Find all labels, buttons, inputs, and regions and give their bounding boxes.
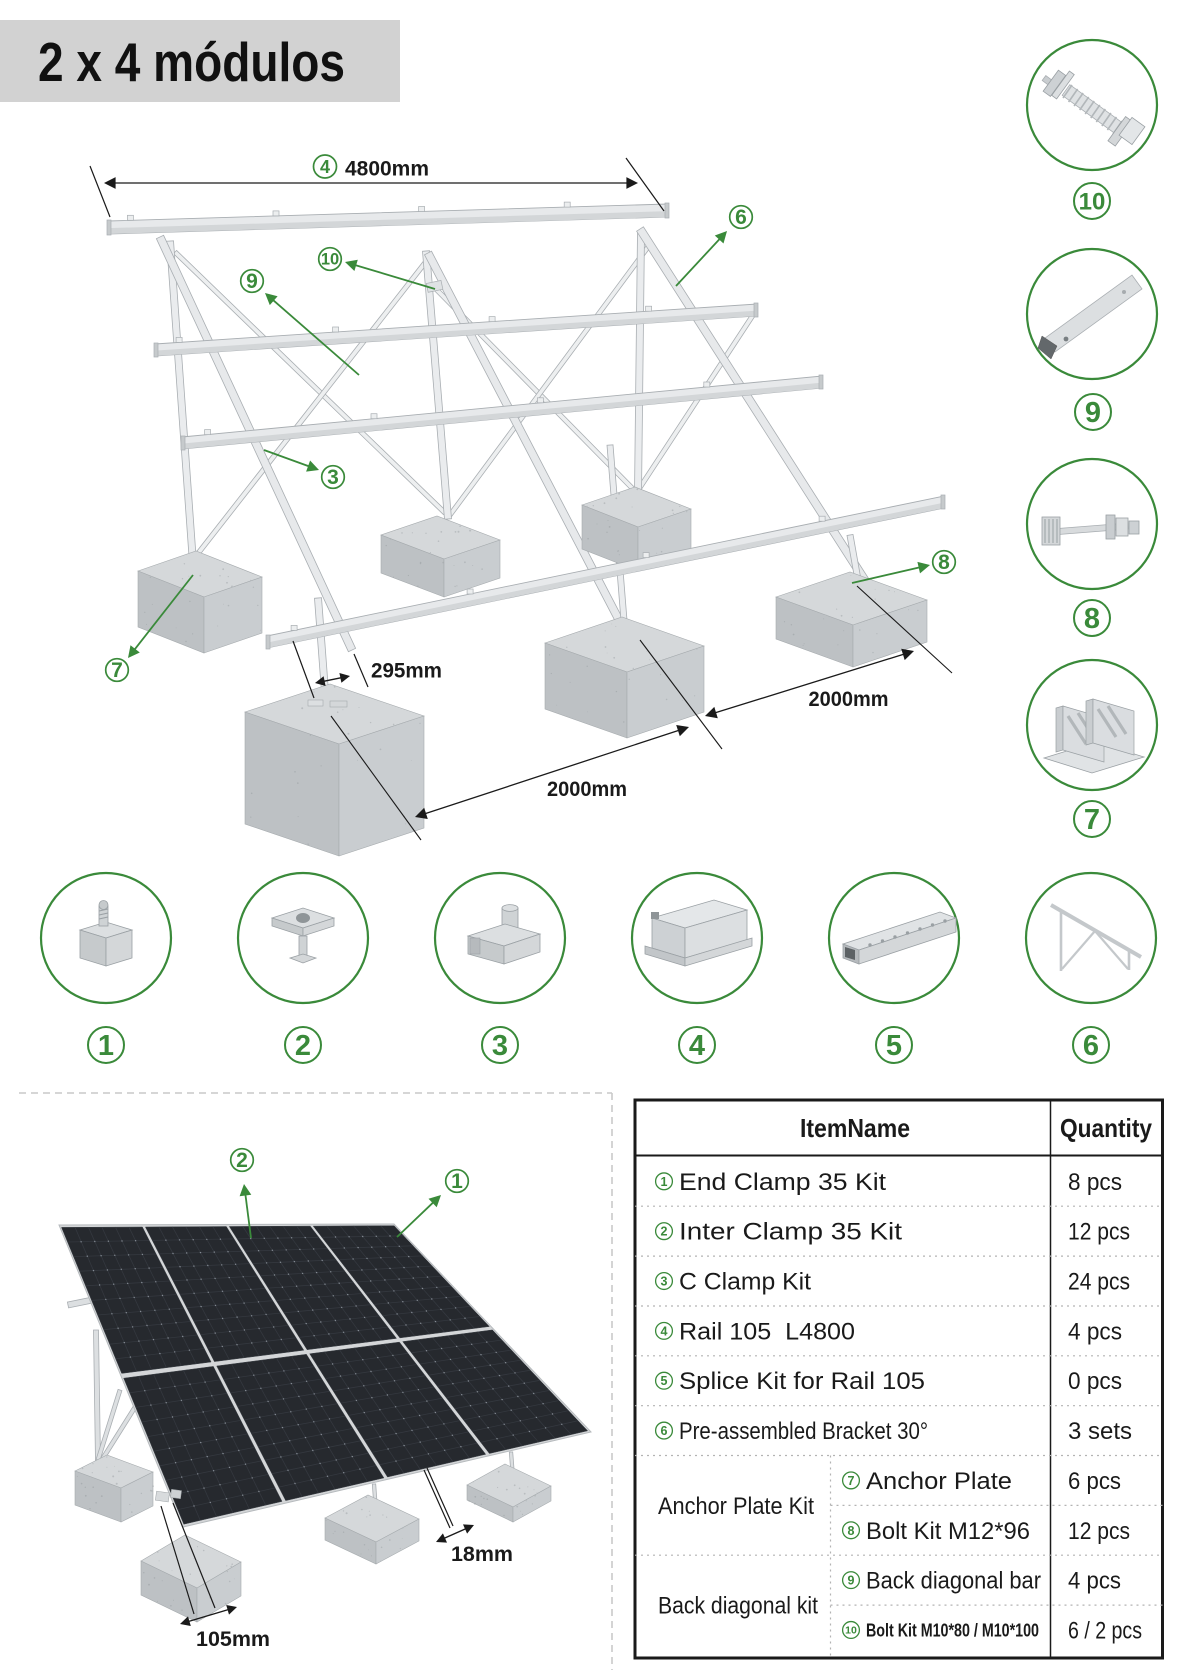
svg-text:4800mm: 4800mm <box>345 158 429 181</box>
svg-text:Bolt Kit M10*80 / M10*100: Bolt Kit M10*80 / M10*100 <box>866 1620 1039 1640</box>
svg-text:8: 8 <box>1084 603 1100 635</box>
svg-text:Back diagonal kit: Back diagonal kit <box>658 1593 818 1620</box>
svg-text:10: 10 <box>845 1624 857 1636</box>
svg-text:4: 4 <box>661 1324 668 1338</box>
svg-text:6: 6 <box>661 1424 668 1438</box>
svg-text:Bolt Kit M12*96: Bolt Kit M12*96 <box>866 1518 1030 1545</box>
svg-text:5: 5 <box>661 1374 668 1388</box>
svg-text:1: 1 <box>661 1175 668 1189</box>
svg-text:9: 9 <box>246 270 258 293</box>
svg-text:9: 9 <box>1085 397 1101 429</box>
svg-text:C Clamp Kit: C Clamp Kit <box>679 1269 811 1296</box>
svg-text:2000mm: 2000mm <box>809 688 889 711</box>
svg-text:0 pcs: 0 pcs <box>1068 1368 1122 1395</box>
svg-text:105mm: 105mm <box>196 1628 270 1651</box>
svg-text:8: 8 <box>938 551 950 574</box>
svg-text:18mm: 18mm <box>451 1543 513 1566</box>
svg-text:Anchor Plate Kit: Anchor Plate Kit <box>658 1493 814 1520</box>
svg-text:12 pcs: 12 pcs <box>1068 1219 1130 1246</box>
svg-text:2: 2 <box>661 1225 668 1239</box>
svg-text:295mm: 295mm <box>371 660 442 683</box>
svg-text:9: 9 <box>848 1574 855 1588</box>
svg-text:Quantity: Quantity <box>1060 1113 1152 1143</box>
svg-text:7: 7 <box>111 659 123 682</box>
svg-text:Back diagonal bar: Back diagonal bar <box>866 1568 1041 1595</box>
svg-text:End Clamp 35 Kit: End Clamp 35 Kit <box>679 1169 886 1196</box>
svg-text:6: 6 <box>735 206 747 229</box>
svg-text:2: 2 <box>236 1149 248 1172</box>
svg-text:3: 3 <box>492 1030 508 1062</box>
svg-text:4: 4 <box>320 157 330 177</box>
svg-text:7: 7 <box>1084 804 1100 836</box>
svg-text:24 pcs: 24 pcs <box>1068 1269 1130 1296</box>
svg-text:ItemName: ItemName <box>800 1113 910 1143</box>
svg-text:4 pcs: 4 pcs <box>1068 1318 1122 1345</box>
svg-text:Pre-assembled Bracket 30°: Pre-assembled Bracket 30° <box>679 1418 928 1445</box>
svg-text:Rail 105 L4800: Rail 105 L4800 <box>679 1318 855 1345</box>
svg-text:1: 1 <box>98 1030 114 1062</box>
svg-text:10: 10 <box>1079 189 1106 216</box>
svg-text:Anchor Plate: Anchor Plate <box>866 1468 1012 1495</box>
svg-text:12 pcs: 12 pcs <box>1068 1518 1130 1545</box>
svg-text:7: 7 <box>848 1474 855 1488</box>
svg-text:10: 10 <box>321 251 339 269</box>
svg-text:5: 5 <box>886 1030 902 1062</box>
svg-text:6 pcs: 6 pcs <box>1068 1468 1121 1495</box>
svg-text:8: 8 <box>848 1524 855 1538</box>
svg-text:8 pcs: 8 pcs <box>1068 1169 1122 1196</box>
svg-text:3 sets: 3 sets <box>1068 1418 1132 1445</box>
svg-text:1: 1 <box>451 1170 463 1193</box>
svg-text:2: 2 <box>295 1030 311 1062</box>
svg-text:2 x 4 módulos: 2 x 4 módulos <box>38 31 345 93</box>
svg-text:2000mm: 2000mm <box>547 778 627 801</box>
svg-text:4 pcs: 4 pcs <box>1068 1568 1121 1595</box>
svg-text:6: 6 <box>1083 1030 1099 1062</box>
svg-text:Inter Clamp 35 Kit: Inter Clamp 35 Kit <box>679 1219 902 1246</box>
svg-text:3: 3 <box>661 1275 668 1289</box>
svg-text:6 / 2 pcs: 6 / 2 pcs <box>1068 1617 1142 1644</box>
svg-text:3: 3 <box>327 466 339 489</box>
svg-text:4: 4 <box>689 1030 705 1062</box>
svg-text:Splice Kit for Rail 105: Splice Kit for Rail 105 <box>679 1368 925 1395</box>
